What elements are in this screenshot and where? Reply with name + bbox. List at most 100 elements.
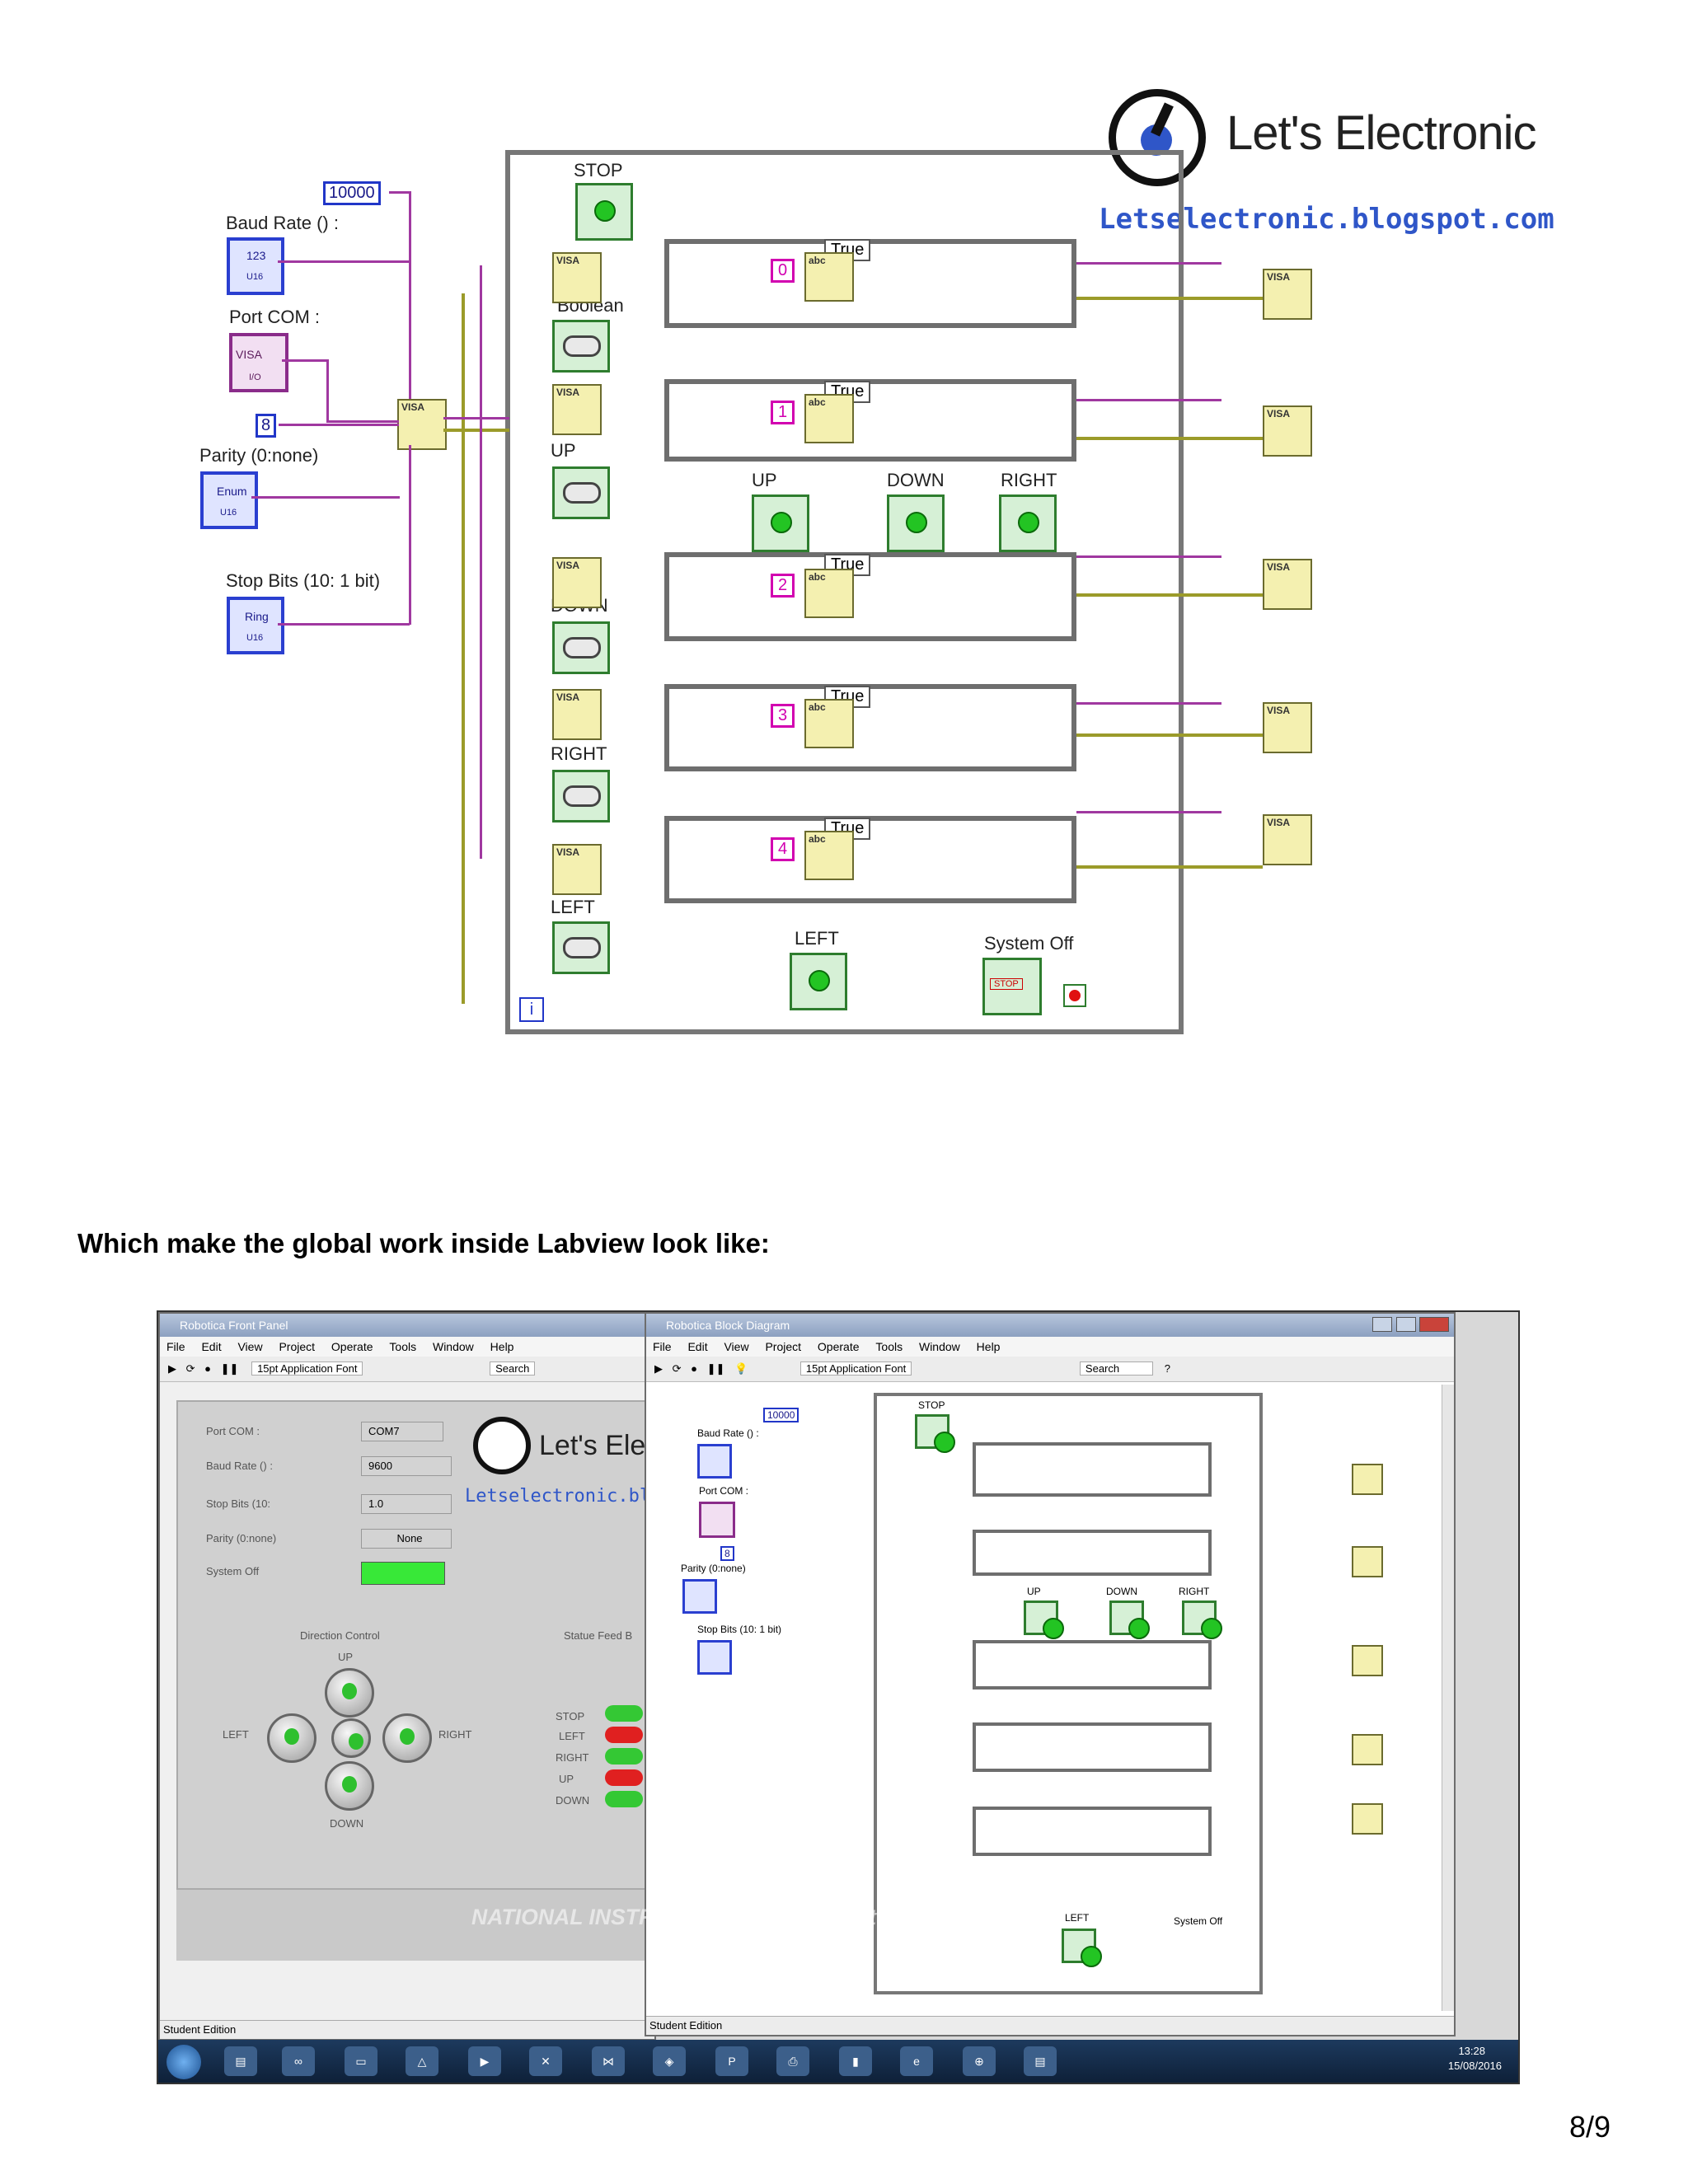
menu-help[interactable]: Help <box>490 1340 514 1353</box>
mini-case-1 <box>973 1530 1212 1576</box>
menu-operate[interactable]: Operate <box>331 1340 373 1353</box>
center-button[interactable] <box>331 1718 371 1758</box>
pickit-icon[interactable]: P <box>715 2046 748 2076</box>
menu-view[interactable]: View <box>237 1340 263 1353</box>
mini-case-0 <box>973 1442 1212 1497</box>
system-off-indicator: STOP <box>982 958 1042 1015</box>
close-button[interactable] <box>1419 1317 1449 1332</box>
down-indicator <box>887 494 945 552</box>
clock-date[interactable]: 15/08/2016 <box>1447 2060 1502 2072</box>
baud-rate-field[interactable]: 9600 <box>361 1456 452 1476</box>
menu-file[interactable]: File <box>166 1340 185 1353</box>
opera-icon[interactable]: ⊕ <box>963 2046 996 2076</box>
status-label: DOWN <box>556 1794 590 1807</box>
notes-icon[interactable]: ▤ <box>1024 2046 1057 2076</box>
run-arrow-icon[interactable]: ▶ <box>168 1362 176 1375</box>
up-button-terminal[interactable] <box>552 466 610 519</box>
menu-tools[interactable]: Tools <box>875 1340 903 1353</box>
arduino-icon[interactable]: ∞ <box>282 2046 315 2076</box>
pause-icon[interactable]: ❚❚ <box>220 1362 239 1375</box>
run-arrow-icon[interactable]: ▶ <box>654 1362 663 1375</box>
triangle-app-icon[interactable]: △ <box>406 2046 438 2076</box>
minimize-button[interactable] <box>1372 1317 1393 1332</box>
abort-icon[interactable]: ● <box>691 1362 698 1375</box>
down-button-terminal[interactable] <box>552 621 610 674</box>
menu-project[interactable]: Project <box>279 1340 316 1353</box>
menu-view[interactable]: View <box>724 1340 749 1353</box>
search-field[interactable]: Search <box>490 1361 536 1376</box>
menu-file[interactable]: File <box>653 1340 672 1353</box>
stop-bits-field[interactable]: 1.0 <box>361 1494 452 1514</box>
case-index-constant: 3 <box>771 704 795 728</box>
run-continuous-icon[interactable]: ⟳ <box>672 1362 682 1375</box>
menu-project[interactable]: Project <box>765 1340 802 1353</box>
document-icon[interactable]: ▭ <box>345 2046 377 2076</box>
font-selector[interactable]: 15pt Application Font <box>799 1361 912 1376</box>
ie-icon[interactable]: e <box>900 2046 933 2076</box>
port-com-field[interactable]: COM7 <box>361 1422 443 1441</box>
maximize-button[interactable] <box>1395 1317 1416 1332</box>
clock-time[interactable]: 13:28 <box>1458 2045 1485 2057</box>
vertical-scrollbar[interactable] <box>1442 1385 1454 2011</box>
visa-write-node: VISA <box>552 384 602 435</box>
baud-rate-label: Baud Rate () : <box>226 213 339 233</box>
block-diagram-title[interactable]: Robotica Block Diagram <box>646 1314 1454 1337</box>
status-led <box>605 1727 643 1743</box>
visual-studio-icon[interactable]: ⋈ <box>592 2046 625 2076</box>
left-button[interactable] <box>267 1713 316 1763</box>
status-feed-title: Statue Feed B <box>564 1629 633 1642</box>
printer-icon[interactable]: ⎙ <box>776 2046 809 2076</box>
right-button[interactable] <box>382 1713 432 1763</box>
left-button-terminal[interactable] <box>552 921 610 974</box>
mini-visa-close-node <box>1352 1645 1383 1676</box>
parity-control[interactable]: Enum U16 <box>200 471 258 529</box>
network-icon[interactable]: ◈ <box>653 2046 686 2076</box>
labview-icon[interactable]: ▶ <box>468 2046 501 2076</box>
search-field[interactable]: Search <box>1079 1361 1154 1376</box>
tools-icon[interactable]: ✕ <box>529 2046 562 2076</box>
menu-window[interactable]: Window <box>432 1340 474 1353</box>
front-panel-title[interactable]: Robotica Front Panel <box>160 1314 654 1337</box>
write-string-node: abc <box>804 831 854 880</box>
run-continuous-icon[interactable]: ⟳ <box>185 1362 195 1375</box>
menu-window[interactable]: Window <box>918 1340 960 1353</box>
baud-rate-control[interactable]: 123 U16 <box>227 237 284 295</box>
menu-edit[interactable]: Edit <box>687 1340 708 1353</box>
mini-port-control[interactable] <box>699 1502 735 1538</box>
parity-field[interactable]: None <box>361 1529 452 1549</box>
status-led <box>605 1748 643 1765</box>
pause-icon[interactable]: ❚❚ <box>706 1362 725 1375</box>
mini-parity-control[interactable] <box>682 1579 717 1614</box>
explorer-icon[interactable]: ▤ <box>224 2046 257 2076</box>
font-selector[interactable]: 15pt Application Font <box>251 1361 363 1376</box>
up-button[interactable] <box>325 1668 374 1718</box>
mini-stop-bits-control[interactable] <box>697 1640 732 1675</box>
menu-edit[interactable]: Edit <box>201 1340 222 1353</box>
mini-up-label: UP <box>1027 1586 1041 1597</box>
stop-bits-control[interactable]: Ring U16 <box>227 597 284 654</box>
controls-panel <box>176 1400 649 1890</box>
system-off-button[interactable] <box>361 1562 445 1585</box>
wire <box>1076 865 1263 869</box>
start-button[interactable] <box>166 2045 201 2079</box>
help-icon[interactable]: ? <box>1164 1362 1170 1375</box>
down-button[interactable] <box>325 1761 374 1811</box>
port-com-control[interactable]: VISA I/O <box>229 333 288 392</box>
brand-logo-icon <box>473 1417 531 1474</box>
right-button-terminal[interactable] <box>552 770 610 823</box>
boolean-terminal[interactable] <box>552 320 610 373</box>
mini-stop-label: STOP <box>918 1399 945 1411</box>
visa-close-node: VISA <box>1263 405 1312 457</box>
highlight-execution-icon[interactable]: 💡 <box>734 1362 748 1375</box>
loop-stop-condition-icon[interactable] <box>1063 984 1086 1007</box>
mini-baud-control[interactable] <box>697 1444 732 1479</box>
menu-operate[interactable]: Operate <box>817 1340 860 1353</box>
abort-icon[interactable]: ● <box>204 1362 212 1375</box>
menu-tools[interactable]: Tools <box>389 1340 417 1353</box>
stop-button-terminal[interactable] <box>575 183 633 241</box>
menu-help[interactable]: Help <box>976 1340 1001 1353</box>
terminal-icon[interactable]: ▮ <box>839 2046 872 2076</box>
brand-url[interactable]: Letselectronic.blogspot.com <box>1099 203 1554 236</box>
mini-stop-terminal[interactable] <box>915 1414 955 1453</box>
mini-case-4 <box>973 1807 1212 1856</box>
